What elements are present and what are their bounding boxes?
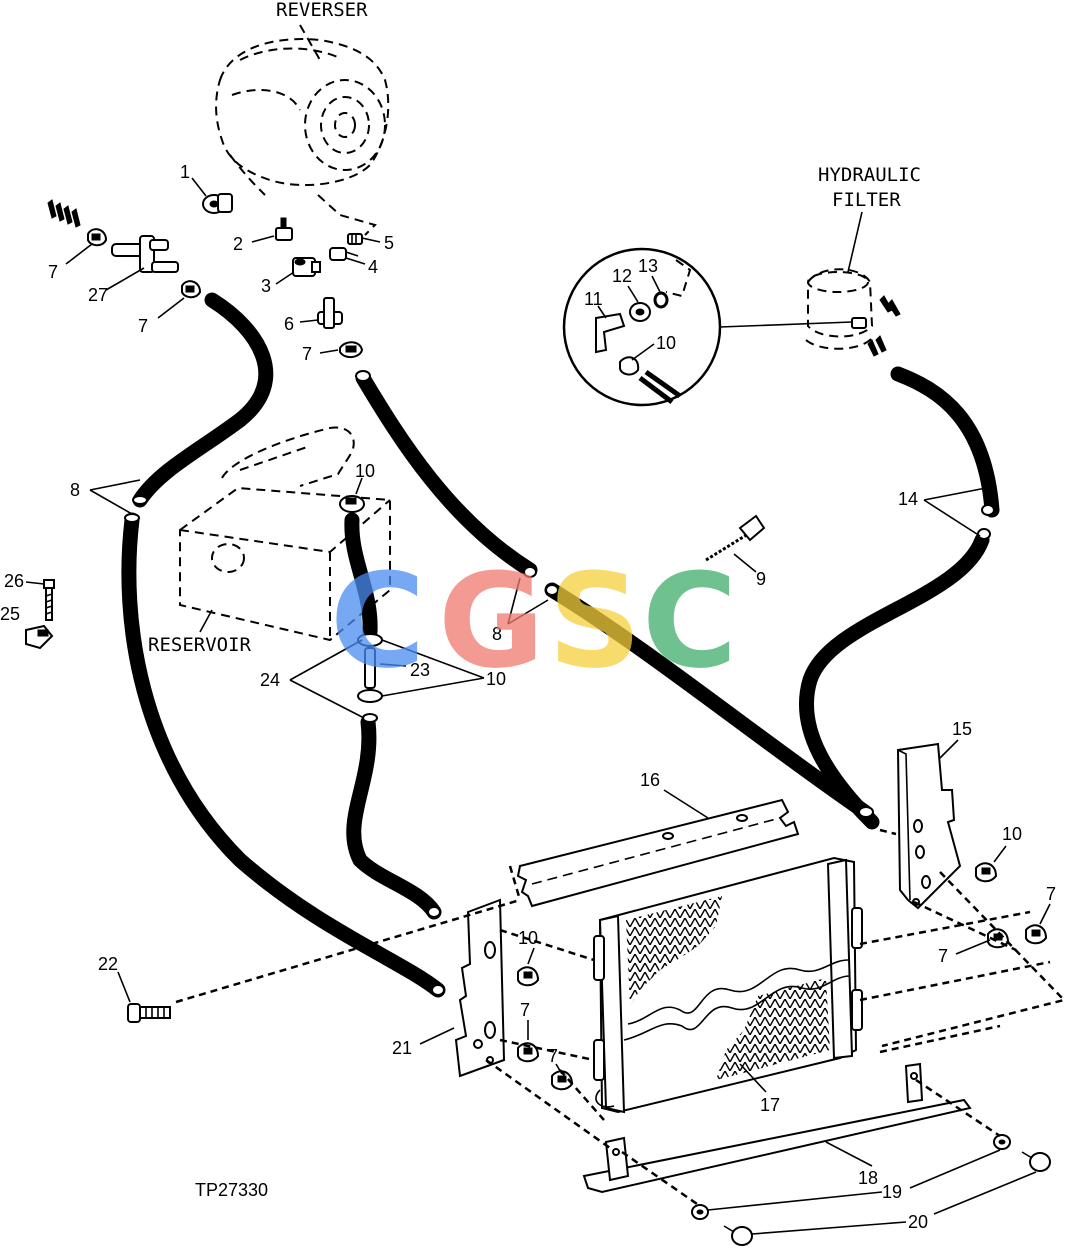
hose-14-lower: [799, 532, 990, 830]
figure-id: TP27330: [195, 1180, 268, 1200]
clamp-7-cooler-mid: [551, 1070, 574, 1091]
washer-19-left: [691, 1204, 709, 1220]
reservoir-label: RESERVOIR: [148, 634, 252, 656]
callout-7-upper-left-lower: 7: [138, 316, 148, 336]
bolt-22: [127, 1003, 171, 1023]
reverser-label: REVERSER: [276, 0, 368, 21]
callout-14: 14: [898, 489, 918, 509]
fitting-23-group: [357, 633, 383, 703]
callout-17: 17: [760, 1095, 780, 1115]
bracket-15: [896, 742, 962, 910]
callout-3: 3: [261, 276, 271, 296]
clamp-7-upper-left: [87, 228, 108, 247]
hydraulic-filter-outline: [805, 268, 901, 357]
callout-8-left: 8: [70, 480, 80, 500]
callout-26: 26: [4, 571, 24, 591]
callout-7-upper-left: 7: [48, 262, 58, 282]
callout-9: 9: [756, 569, 766, 589]
callout-19: 19: [882, 1182, 902, 1202]
callout-8-center: 8: [492, 624, 502, 644]
callout-16: 16: [640, 770, 660, 790]
washer-19-right: [993, 1134, 1011, 1150]
callout-15: 15: [952, 719, 972, 739]
springs-upper-left: [47, 199, 81, 228]
callout-7-right-lower: 7: [938, 946, 948, 966]
clamp-7-cooler-left: [517, 1042, 540, 1063]
assembly-centerlines: [175, 828, 1067, 1208]
hydraulic-filter-label-2: FILTER: [832, 189, 901, 211]
watermark-letter-s: S: [548, 545, 642, 697]
bolt-26: [43, 579, 55, 621]
clamp-7-upper-left-lower: [181, 280, 202, 299]
reservoir-outline: [179, 426, 391, 642]
clamp-10-reservoir: [339, 495, 365, 513]
baffle-16: [516, 798, 800, 908]
hydraulic-filter-label-1: HYDRAULIC: [818, 164, 921, 186]
fitting-6: [317, 297, 343, 329]
cable-tie-9: [705, 514, 766, 562]
screw-20-right: [1021, 1151, 1051, 1172]
fitting-4: [329, 247, 359, 261]
hose-8-center: [355, 370, 538, 578]
callout-5: 5: [384, 233, 394, 253]
callout-2: 2: [233, 234, 243, 254]
o-ring-13: [653, 291, 669, 309]
tee-fitting-27: [111, 235, 179, 273]
callout-22: 22: [98, 954, 118, 974]
elbow-fitting-11: [595, 312, 626, 354]
callout-6: 6: [284, 314, 294, 334]
callout-7-cooler-left: 7: [520, 1000, 530, 1020]
callout-18: 18: [858, 1168, 878, 1188]
hose-8-left-upper: [132, 292, 274, 508]
callout-20: 20: [908, 1212, 928, 1232]
screw-20-left: [723, 1225, 753, 1246]
clamp-10-right: [975, 862, 998, 883]
clamp-7-upper-mid: [339, 341, 364, 358]
hose-lower-center: [346, 714, 442, 920]
callout-27: 27: [88, 285, 108, 305]
callout-7-cooler-mid: 7: [548, 1046, 558, 1066]
callout-1: 1: [180, 162, 190, 182]
baffle-18: [582, 1062, 972, 1194]
cgsc-watermark: C G S C: [330, 545, 737, 697]
callout-25: 25: [0, 604, 20, 624]
filter-fitting-detail-circle: [562, 247, 853, 407]
fitting-1: [202, 193, 233, 214]
callout-7-right-upper: 7: [1046, 884, 1056, 904]
callout-4: 4: [368, 257, 378, 277]
callout-13: 13: [638, 256, 658, 276]
fitting-2: [275, 217, 293, 241]
watermark-letter-c2: C: [642, 545, 737, 697]
bracket-21: [454, 898, 506, 1078]
clamp-10-cooler-left: [517, 966, 540, 987]
fitting-3-tee: [292, 257, 321, 277]
callout-10-mid: 10: [486, 669, 506, 689]
callout-10-reservoir: 10: [355, 461, 375, 481]
hose-8-center-lower: [544, 582, 873, 820]
hose-14-upper: [890, 366, 1000, 518]
watermark-letter-c1: C: [330, 545, 425, 697]
callout-21: 21: [392, 1038, 412, 1058]
reverser-outline: [215, 24, 390, 236]
nut-12: [629, 302, 651, 322]
callout-10-detail: 10: [656, 333, 676, 353]
callout-11: 11: [584, 289, 603, 309]
callout-7-upper-mid: 7: [302, 344, 312, 364]
oil-cooler-17: [593, 856, 863, 1114]
callout-23: 23: [410, 660, 430, 680]
clamp-10-detail: [619, 356, 640, 376]
clamp-7-right-upper: [1025, 924, 1048, 945]
callout-10-right: 10: [1002, 824, 1022, 844]
fitting-5: [347, 233, 363, 245]
watermark-letter-g: G: [438, 545, 545, 697]
callout-12: 12: [612, 266, 632, 286]
callout-24: 24: [260, 670, 280, 690]
clip-25: [25, 624, 54, 650]
hose-8-left-lower: [121, 512, 446, 998]
